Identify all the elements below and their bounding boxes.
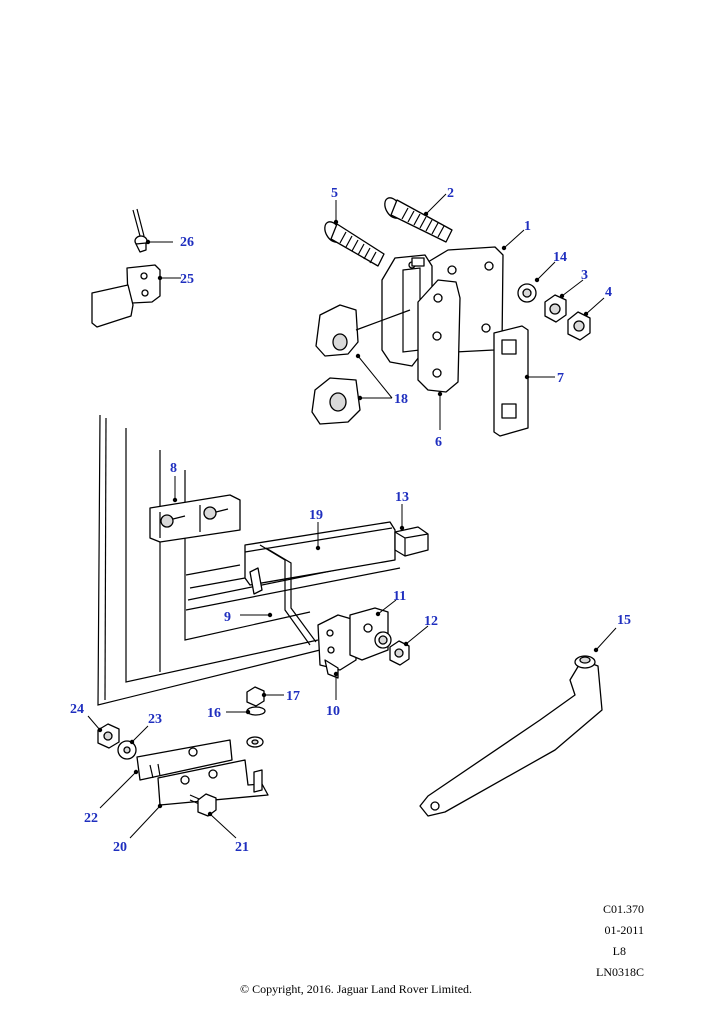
part-22-plate	[136, 739, 233, 781]
callout-21: 21	[235, 840, 249, 855]
callout-4: 4	[605, 285, 612, 300]
callout-18: 18	[394, 392, 408, 407]
reference-page: L8	[612, 944, 626, 958]
part-10-hinge-plate	[317, 614, 357, 679]
part-25-bracket	[91, 264, 161, 328]
part-24-nut	[97, 723, 120, 749]
callout-17: 17	[286, 689, 300, 704]
callout-23: 23	[148, 712, 162, 727]
callout-5: 5	[331, 186, 338, 201]
part-2-bolt	[384, 197, 453, 243]
callout-labels: 26 25 5 2 1 14 3 4 7 18 6 8 13 19 11 9 1…	[70, 186, 631, 855]
part-18-spacers	[311, 304, 411, 425]
part-19-bar	[244, 521, 396, 586]
reference-date: 01-2011	[604, 923, 644, 937]
part-14-washer	[517, 283, 537, 303]
part-23-washer	[117, 740, 137, 760]
reference-code: C01.370	[602, 902, 644, 916]
part-21-bolt	[189, 793, 217, 817]
callout-22: 22	[84, 811, 98, 826]
callout-1: 1	[524, 219, 531, 234]
callout-19: 19	[309, 508, 323, 523]
part-5-bolt	[324, 221, 385, 267]
callout-9: 9	[224, 610, 231, 625]
callout-8: 8	[170, 461, 177, 476]
copyright-notice: © Copyright, 2016. Jaguar Land Rover Lim…	[239, 982, 473, 996]
callout-13: 13	[395, 490, 409, 505]
callout-6: 6	[435, 435, 442, 450]
callout-26: 26	[180, 235, 194, 250]
callout-15: 15	[617, 613, 631, 628]
part-8-bracket	[149, 494, 241, 543]
part-26-clevis-pin	[132, 208, 148, 253]
part-9-rod	[249, 544, 317, 646]
callout-10: 10	[326, 704, 340, 719]
callout-24: 24	[70, 702, 84, 717]
leader-lines	[87, 193, 617, 839]
part-15-stay-arm	[419, 655, 603, 817]
callout-3: 3	[581, 268, 588, 283]
callout-16: 16	[207, 706, 221, 721]
part-3-nut	[544, 294, 567, 323]
callout-11: 11	[393, 589, 406, 604]
part-6-plate	[417, 279, 461, 393]
illustration-id: LN0318C	[596, 965, 644, 979]
callout-12: 12	[424, 614, 438, 629]
part-12-nut	[374, 631, 410, 666]
callout-7: 7	[557, 371, 564, 386]
callout-14: 14	[553, 250, 567, 265]
callout-25: 25	[180, 272, 194, 287]
part-17-nut	[246, 686, 266, 716]
callout-2: 2	[447, 186, 454, 201]
door-frame	[97, 414, 401, 706]
part-7-strip	[493, 325, 529, 437]
part-4-nut	[567, 311, 591, 341]
part-13-block	[394, 526, 429, 557]
callout-20: 20	[113, 840, 127, 855]
part-16-washer	[246, 736, 264, 748]
